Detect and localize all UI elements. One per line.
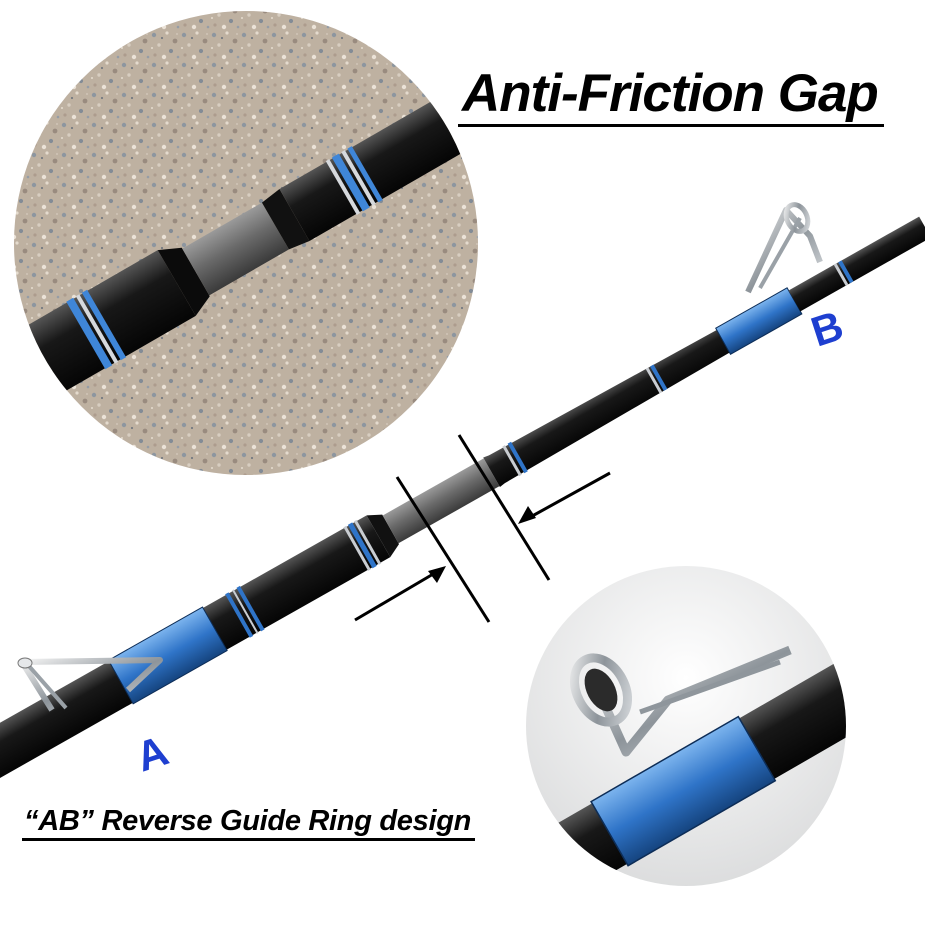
gap-closeup-lens: [14, 11, 478, 475]
gap-arrow-right: [518, 471, 611, 524]
guide-closeup-lens: [526, 566, 846, 886]
fishing-rod: [0, 216, 925, 780]
gap-measure-lines: [395, 434, 551, 623]
gap-arrow-left: [354, 566, 446, 622]
title-caption: Anti-Friction Gap: [458, 66, 884, 127]
guide-ring-a: [17, 657, 163, 712]
guide-ring-b: [745, 202, 823, 294]
subtitle-caption: “AB” Reverse Guide Ring design: [22, 806, 476, 842]
